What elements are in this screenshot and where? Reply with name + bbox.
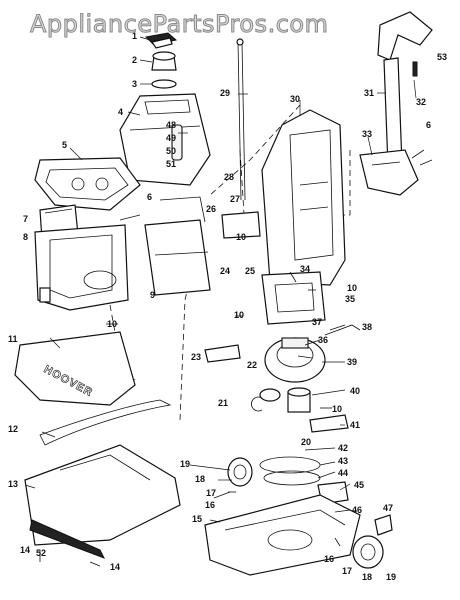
callout-10: 10 [107, 319, 117, 329]
part-19-wheel-right [352, 535, 384, 569]
part-12-strip [39, 399, 172, 446]
callout-51: 51 [166, 159, 176, 169]
callout-39: 39 [347, 357, 357, 367]
part-42-belt [259, 456, 321, 486]
part-18-wheel-left [227, 457, 253, 487]
leader-lines [24, 36, 417, 523]
part-39-cylinder [287, 387, 311, 413]
part-32-screw [412, 61, 418, 77]
callout-10: 10 [236, 232, 246, 242]
callout-49: 49 [166, 133, 176, 143]
callout-50: 50 [166, 146, 176, 156]
callout-23: 23 [191, 352, 201, 362]
callout-2: 2 [132, 55, 137, 65]
callout-5: 5 [62, 140, 67, 150]
callout-34: 34 [300, 264, 310, 274]
callout-27: 27 [230, 194, 240, 204]
part-1-knob [144, 32, 178, 49]
callout-15: 15 [192, 514, 202, 524]
part-15-base [204, 494, 361, 576]
part-40-latch [309, 414, 349, 433]
part-2-cap [151, 51, 177, 71]
callout-43: 43 [338, 456, 348, 466]
callout-45: 45 [354, 480, 364, 490]
part-3-gasket [151, 79, 177, 89]
callout-25: 25 [245, 266, 255, 276]
callout-42: 42 [338, 443, 348, 453]
part-30-main-body [261, 109, 346, 286]
callout-16: 16 [205, 500, 215, 510]
watermark: AppliancePartsPros.com [30, 10, 328, 38]
callout-16: 16 [324, 554, 334, 564]
callout-12: 12 [8, 424, 18, 434]
callout-30: 30 [290, 94, 300, 104]
callout-14: 14 [20, 545, 30, 555]
part-34-housing [261, 271, 326, 325]
callout-29: 29 [220, 88, 230, 98]
callout-10: 10 [347, 283, 357, 293]
callout-52: 52 [36, 548, 46, 558]
part-52-handle-base [359, 149, 419, 196]
part-36-motor [264, 337, 326, 383]
callout-46: 46 [352, 505, 362, 515]
callout-14: 14 [110, 562, 120, 572]
callout-10: 10 [332, 404, 342, 414]
callout-18: 18 [195, 474, 205, 484]
callout-37: 37 [312, 317, 322, 327]
part-9-bracket [144, 196, 211, 296]
callout-36: 36 [318, 335, 328, 345]
callout-labels: 1234566789101010101011121314141516161717… [8, 31, 447, 582]
callout-18: 18 [362, 572, 372, 582]
callout-38: 38 [362, 322, 372, 332]
callout-7: 7 [23, 214, 28, 224]
callout-22: 22 [247, 360, 257, 370]
part-29-rod [236, 38, 246, 201]
callout-33: 33 [362, 129, 372, 139]
callout-20: 20 [301, 437, 311, 447]
callout-17: 17 [206, 488, 216, 498]
part-13-base-cover [24, 444, 181, 559]
callout-31: 31 [364, 88, 374, 98]
callout-53: 53 [437, 52, 447, 62]
callout-9: 9 [150, 290, 155, 300]
callout-19: 19 [180, 459, 190, 469]
part-8-recovery-tank [34, 224, 129, 311]
part-11-nozzle-hood: HOOVER [14, 331, 136, 406]
callout-10: 10 [234, 310, 244, 320]
part-5-tray [34, 157, 141, 211]
callout-4: 4 [118, 107, 123, 117]
callout-1: 1 [132, 31, 137, 41]
callout-28: 28 [224, 172, 234, 182]
part-23-filter [204, 344, 241, 363]
callout-26: 26 [206, 204, 216, 214]
part-26-plate [221, 211, 261, 239]
callout-32: 32 [416, 97, 426, 107]
callout-44: 44 [338, 468, 348, 478]
callout-6: 6 [147, 192, 152, 202]
callout-35: 35 [345, 294, 355, 304]
part-21-clip [250, 396, 263, 412]
callout-21: 21 [218, 398, 228, 408]
callout-11: 11 [8, 334, 18, 344]
callout-3: 3 [132, 79, 137, 89]
callout-19: 19 [386, 572, 396, 582]
part-37-cord [324, 324, 361, 336]
callout-40: 40 [350, 386, 360, 396]
callout-47: 47 [383, 503, 393, 513]
callout-17: 17 [342, 566, 352, 576]
callout-13: 13 [8, 479, 18, 489]
part-46-clip [374, 514, 393, 536]
callout-41: 41 [350, 420, 360, 430]
part-53-handle-grip [377, 11, 433, 61]
part-22-impeller [259, 388, 281, 402]
callout-24: 24 [220, 266, 230, 276]
callout-8: 8 [23, 232, 28, 242]
callout-6: 6 [426, 120, 431, 130]
callout-48: 48 [166, 120, 176, 130]
part-4-tank [119, 93, 211, 186]
